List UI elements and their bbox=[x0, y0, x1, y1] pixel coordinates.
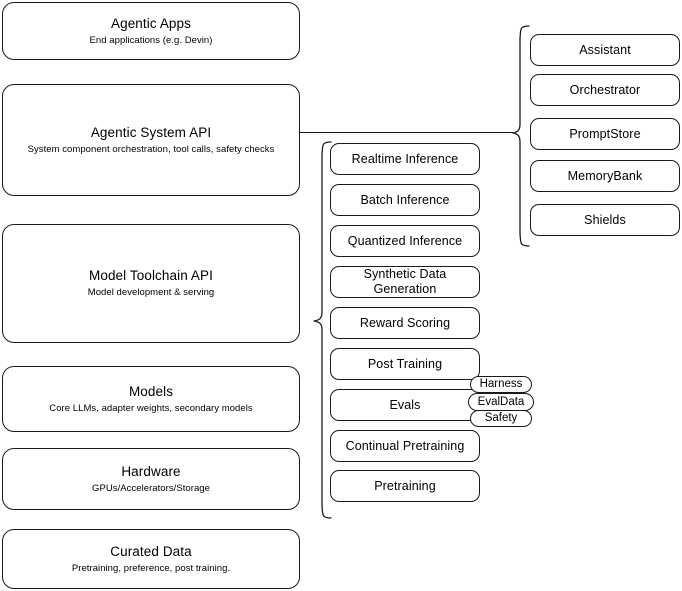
layer-box-model-toolchain-api[interactable]: Model Toolchain API Model development & … bbox=[2, 224, 300, 343]
chip-label: Quantized Inference bbox=[347, 233, 463, 248]
layer-title: Hardware bbox=[121, 463, 181, 479]
layer-title: Model Toolchain API bbox=[89, 268, 213, 283]
chip-orchestrator[interactable]: Orchestrator bbox=[530, 74, 680, 106]
chip-label: Continual Pretraining bbox=[345, 438, 465, 453]
layer-title: Agentic Apps bbox=[110, 15, 191, 31]
chip-label: Batch Inference bbox=[360, 192, 450, 207]
layer-box-agentic-system-api[interactable]: Agentic System API System component orch… bbox=[2, 84, 300, 196]
chip-label: PromptStore bbox=[569, 126, 641, 141]
chip-post-training[interactable]: Post Training bbox=[330, 348, 480, 380]
layer-box-models[interactable]: Models Core LLMs, adapter weights, secon… bbox=[2, 366, 300, 432]
pill-label: Safety bbox=[484, 412, 518, 424]
chip-reward-scoring[interactable]: Reward Scoring bbox=[330, 307, 480, 339]
chip-label: MemoryBank bbox=[567, 168, 643, 183]
chip-label: Post Training bbox=[367, 356, 443, 371]
chip-pretraining[interactable]: Pretraining bbox=[330, 470, 480, 502]
layer-subtitle: GPUs/Accelerators/Storage bbox=[92, 482, 210, 494]
layer-title: Curated Data bbox=[110, 543, 192, 559]
chip-shields[interactable]: Shields bbox=[530, 204, 680, 236]
layer-subtitle: System component orchestration, tool cal… bbox=[27, 143, 275, 155]
pill-label: Harness bbox=[479, 378, 523, 390]
layer-box-agentic-apps[interactable]: Agentic Apps End applications (e.g. Devi… bbox=[2, 2, 300, 60]
pill-label: EvalData bbox=[477, 395, 525, 408]
chip-label: Realtime Inference bbox=[351, 151, 459, 166]
chip-synthetic-data-generation[interactable]: Synthetic Data Generation bbox=[330, 266, 480, 298]
chip-assistant[interactable]: Assistant bbox=[530, 34, 680, 66]
chip-label: Orchestrator bbox=[569, 82, 641, 97]
brace-middle-column bbox=[313, 141, 332, 519]
chip-continual-pretraining[interactable]: Continual Pretraining bbox=[330, 430, 480, 462]
chip-evals[interactable]: Evals bbox=[330, 389, 480, 421]
chip-memorybank[interactable]: MemoryBank bbox=[530, 160, 680, 192]
chip-batch-inference[interactable]: Batch Inference bbox=[330, 184, 480, 216]
layer-box-curated-data[interactable]: Curated Data Pretraining, preference, po… bbox=[2, 529, 300, 589]
layer-subtitle: End applications (e.g. Devin) bbox=[89, 34, 213, 46]
chip-label: Pretraining bbox=[374, 478, 436, 493]
layer-title: Agentic System API bbox=[90, 124, 212, 140]
connector-line-agentic-system-api bbox=[300, 132, 513, 134]
chip-label: Evals bbox=[389, 397, 421, 412]
chip-label: Synthetic Data Generation bbox=[363, 267, 447, 296]
chip-promptstore[interactable]: PromptStore bbox=[530, 118, 680, 150]
pill-harness[interactable]: Harness bbox=[470, 376, 532, 393]
layer-subtitle: Model development & serving bbox=[87, 287, 215, 298]
chip-label: Reward Scoring bbox=[359, 315, 451, 330]
pill-evaldata[interactable]: EvalData bbox=[468, 393, 534, 411]
layer-subtitle: Pretraining, preference, post training. bbox=[71, 562, 231, 574]
pill-safety[interactable]: Safety bbox=[470, 410, 532, 427]
layer-subtitle: Core LLMs, adapter weights, secondary mo… bbox=[49, 402, 253, 414]
layer-title: Models bbox=[128, 383, 174, 399]
chip-realtime-inference[interactable]: Realtime Inference bbox=[330, 143, 480, 175]
chip-quantized-inference[interactable]: Quantized Inference bbox=[330, 225, 480, 257]
brace-right-column bbox=[512, 25, 530, 247]
chip-label: Shields bbox=[584, 212, 626, 227]
layer-box-hardware[interactable]: Hardware GPUs/Accelerators/Storage bbox=[2, 448, 300, 510]
chip-label: Assistant bbox=[579, 42, 631, 57]
